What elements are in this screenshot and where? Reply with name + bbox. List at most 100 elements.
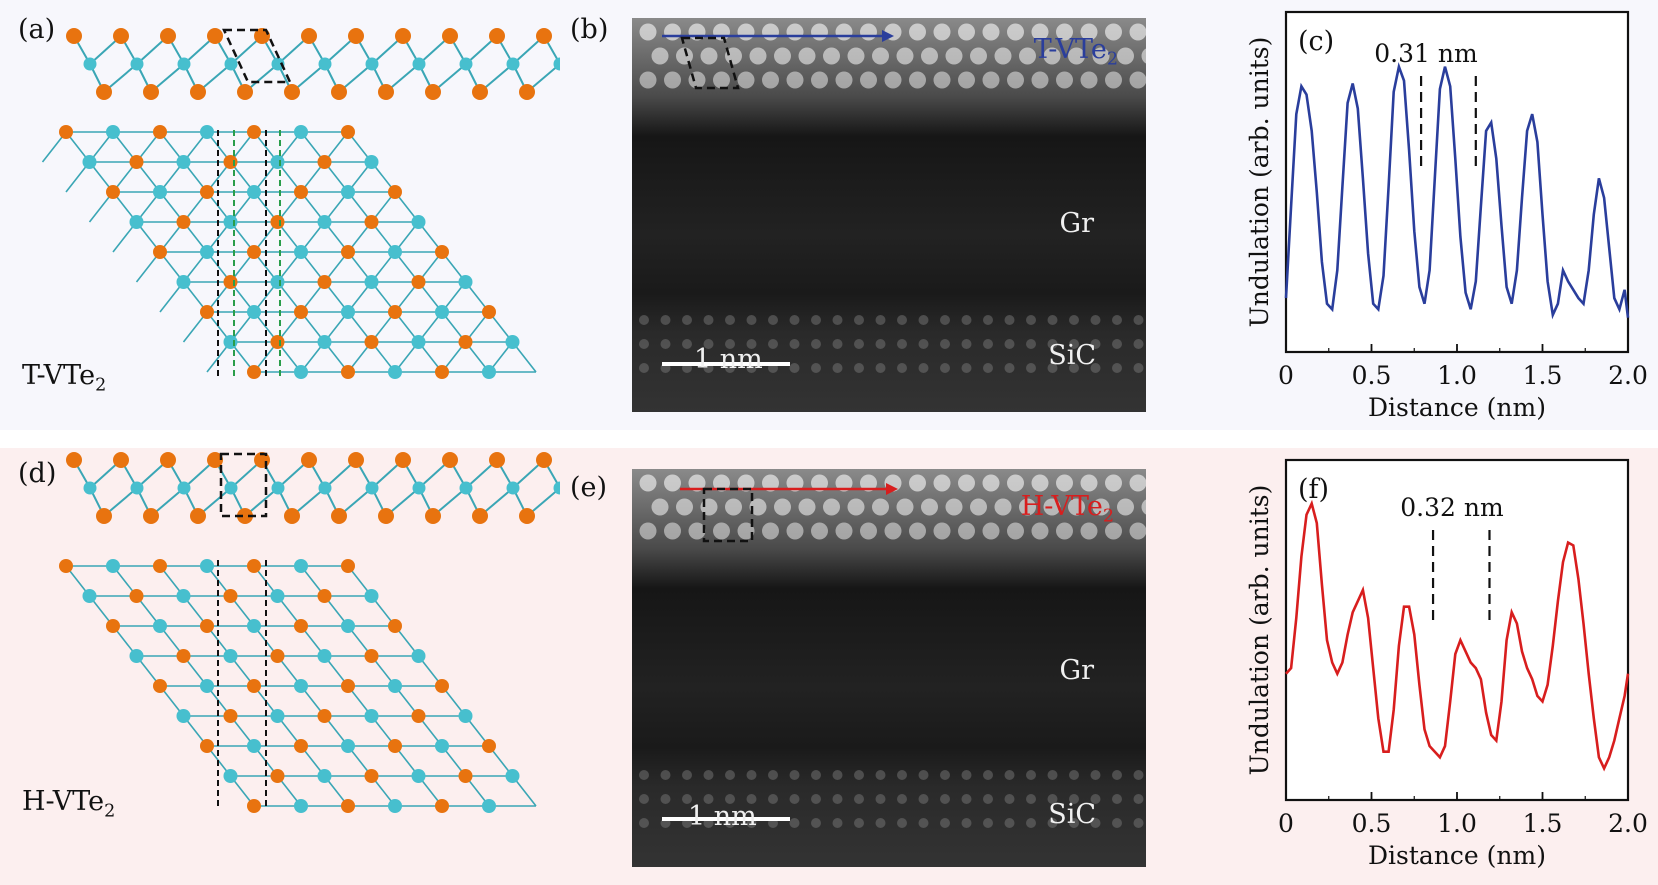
- substrate-column: [1112, 770, 1122, 780]
- te-atom: [160, 452, 176, 468]
- substrate-column: [1133, 315, 1144, 325]
- v-atom: [341, 739, 355, 753]
- te-atom: [294, 305, 308, 319]
- te-atom: [442, 28, 458, 44]
- substrate-column: [918, 363, 929, 373]
- substrate-column: [1133, 794, 1144, 804]
- te-atom: [237, 84, 253, 100]
- substrate-column: [854, 794, 864, 804]
- atom-column: [835, 522, 853, 540]
- atom-column: [798, 47, 816, 65]
- top-view-lattice: [41, 125, 537, 379]
- atom-column: [1068, 47, 1085, 65]
- v-atom: [83, 481, 97, 495]
- substrate-column: [940, 315, 950, 325]
- substrate-column: [1026, 363, 1036, 373]
- atom-column: [1080, 71, 1098, 89]
- te-atom: [207, 452, 223, 468]
- substrate-column: [854, 339, 864, 349]
- atom-column: [1141, 48, 1146, 64]
- unit-cell-outline: [702, 487, 754, 543]
- te-atom: [341, 125, 355, 139]
- substrate-column: [1112, 363, 1122, 373]
- atom-column: [811, 522, 828, 540]
- te-atom: [301, 452, 317, 468]
- v-atom: [482, 799, 496, 813]
- atom-column: [688, 474, 706, 492]
- atom-column: [1092, 47, 1110, 65]
- te-atom: [270, 215, 285, 229]
- v-atom: [153, 185, 167, 199]
- atom-column: [933, 522, 951, 540]
- atom-column: [651, 47, 669, 65]
- atom-column: [762, 474, 779, 492]
- te-atom: [294, 619, 308, 633]
- atom-column: [945, 47, 963, 65]
- v-atom: [364, 709, 379, 723]
- atom-column: [933, 23, 951, 41]
- substrate-column: [789, 818, 800, 828]
- te-atom: [341, 559, 355, 573]
- atom-column: [1080, 474, 1098, 492]
- v-atom: [294, 125, 308, 139]
- te-atom: [341, 365, 355, 379]
- v-atom: [459, 481, 473, 495]
- unit-cell-outline: [222, 28, 292, 84]
- substrate-column: [639, 363, 649, 373]
- atom-column: [811, 23, 828, 41]
- substrate-column: [660, 794, 671, 804]
- te-atom: [223, 589, 238, 603]
- v-atom: [294, 365, 308, 379]
- te-atom: [458, 335, 473, 349]
- v-atom: [83, 57, 97, 71]
- te-atom: [536, 28, 552, 44]
- data-line: [1284, 61, 1630, 320]
- atom-column: [921, 498, 938, 516]
- substrate-column: [918, 794, 929, 804]
- substrate-column: [1133, 339, 1144, 349]
- substrate-column: [1047, 339, 1058, 349]
- substrate-column: [875, 363, 886, 373]
- substrate-column: [1090, 363, 1101, 373]
- substrate-column: [660, 770, 671, 780]
- v-atom: [223, 649, 238, 663]
- substrate-column: [1004, 818, 1015, 828]
- v-atom: [364, 275, 379, 289]
- te-atom: [247, 245, 261, 259]
- v-atom: [412, 57, 426, 71]
- substrate-column: [940, 794, 950, 804]
- v-atom: [412, 481, 426, 495]
- substrate-column: [897, 315, 907, 325]
- v-atom: [247, 305, 261, 319]
- v-atom: [200, 245, 214, 259]
- v-atom: [341, 305, 355, 319]
- substrate-column: [1090, 315, 1101, 325]
- v-atom: [82, 589, 97, 603]
- atom-column: [1056, 71, 1073, 89]
- atom-column: [713, 474, 730, 492]
- substrate-column: [1047, 315, 1058, 325]
- substrate-column: [897, 794, 907, 804]
- te-atom: [143, 84, 159, 100]
- scale-bar: [662, 362, 790, 366]
- stem-image-e: Gr SiC 1 nm H-VTe2: [632, 469, 1146, 867]
- substrate-column: [961, 770, 972, 780]
- atom-column: [896, 498, 914, 516]
- substrate-column: [682, 315, 692, 325]
- atom-column: [945, 498, 963, 516]
- y-axis-label: Undulation (arb. units): [1245, 37, 1274, 328]
- te-atom: [536, 452, 552, 468]
- substrate-column: [897, 363, 907, 373]
- panel-label-d: (d): [18, 458, 57, 489]
- v-atom: [270, 709, 285, 723]
- v-atom: [176, 275, 191, 289]
- te-atom: [458, 769, 473, 783]
- te-atom: [176, 215, 191, 229]
- v-atom: [317, 649, 332, 663]
- v-atom: [176, 589, 191, 603]
- graphene-label: Gr: [1059, 208, 1094, 239]
- te-atom: [106, 619, 120, 633]
- unit-cell-outline: [680, 36, 740, 90]
- v-atom: [294, 799, 308, 813]
- te-atom: [435, 679, 449, 693]
